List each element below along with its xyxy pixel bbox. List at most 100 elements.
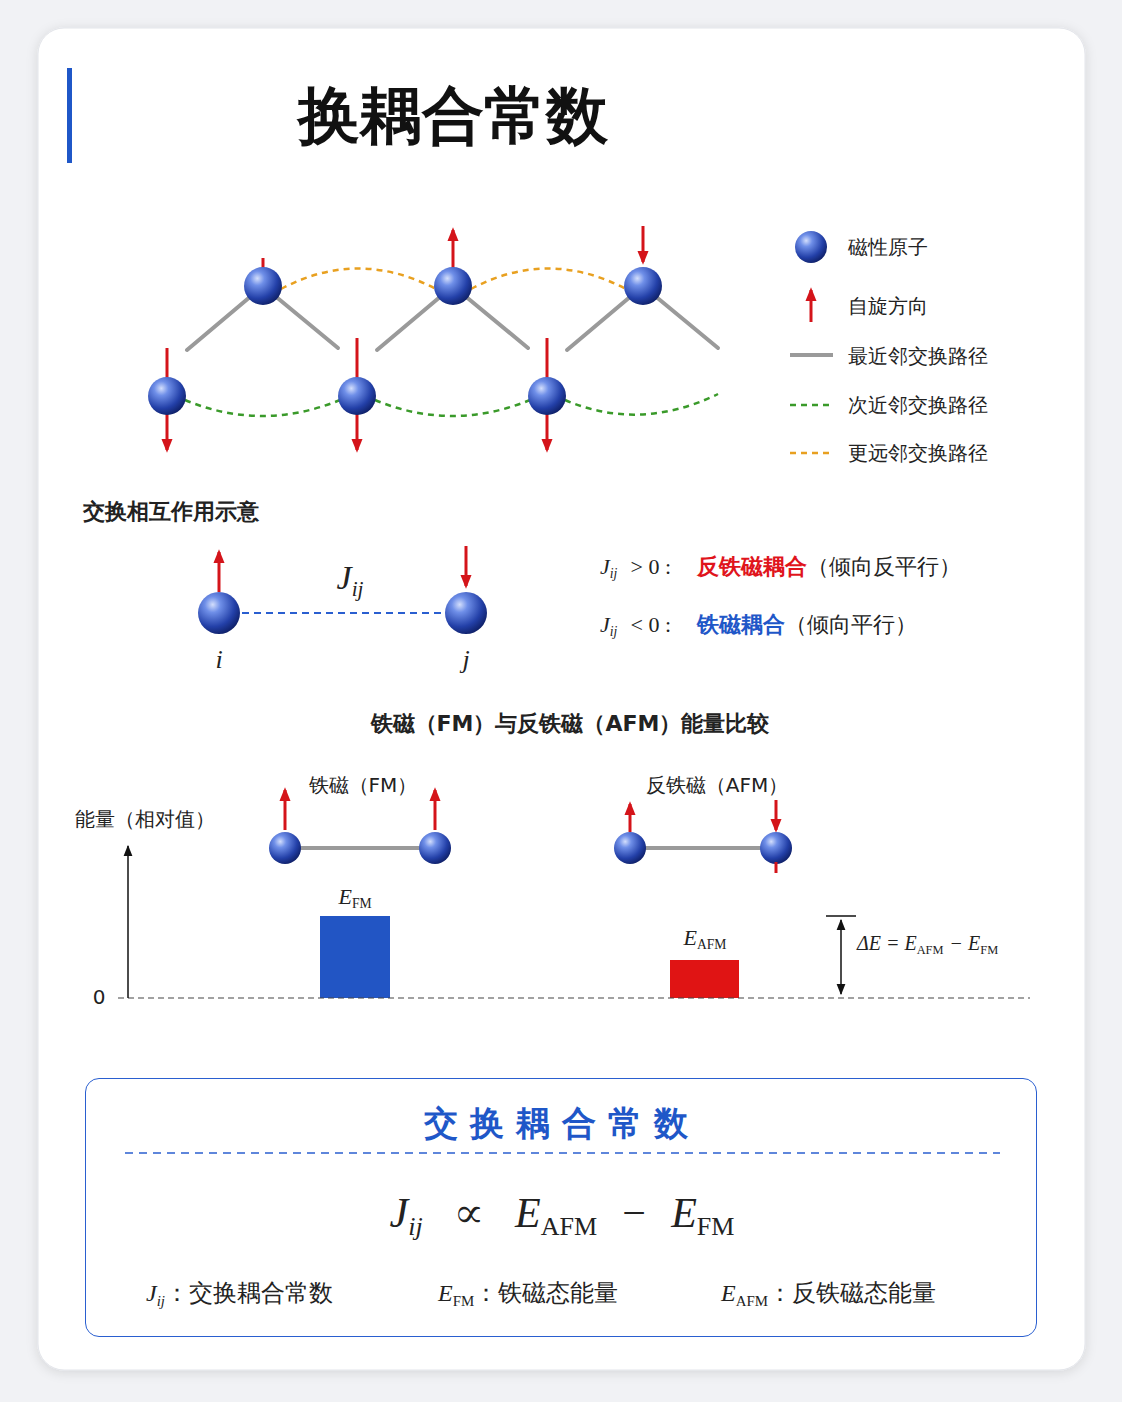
far-path (471, 269, 626, 290)
baseline (118, 997, 1030, 998)
symbol: E (671, 1190, 697, 1236)
legend-line (790, 452, 833, 455)
subscript: AFM (917, 942, 944, 956)
symbol: J (600, 554, 610, 579)
symbol: E (721, 1280, 736, 1306)
atom (244, 267, 282, 305)
subscript: ij (610, 567, 618, 582)
formula: ΔE = E (857, 932, 917, 954)
definition: ：交换耦合常数 (165, 1279, 333, 1307)
spin-arrow (642, 226, 645, 262)
spin-arrow (465, 546, 468, 586)
subscript: AFM (736, 1293, 768, 1309)
text-group: Jij：交换耦合常数 (146, 1278, 333, 1316)
state-label: 反铁磁（AFM） (646, 773, 788, 797)
text-group: 铁磁（FM）与反铁磁（AFM）能量比较 (371, 710, 770, 738)
text-group: Jij∝EAFM−EFM (390, 1187, 735, 1254)
legend-text: 磁性原子 (848, 234, 928, 260)
note: （倾向反平行） (807, 554, 961, 579)
atom (528, 377, 566, 415)
legend-atom (795, 231, 827, 263)
atom (624, 267, 662, 305)
axis-tick: 0 (93, 985, 106, 1009)
next-path (185, 400, 340, 416)
text-group: 交换相互作用示意 (83, 498, 259, 526)
atom (760, 832, 792, 864)
definition: ：反铁磁态能量 (768, 1279, 936, 1307)
subscript: ij (408, 1212, 422, 1241)
coupling-type: 反铁磁耦合 (697, 554, 807, 579)
next-path (565, 394, 718, 415)
text-group: EFM (338, 883, 371, 918)
box-heading: 交换耦合常数 (424, 1103, 700, 1143)
state-label: 铁磁（FM） (309, 773, 418, 797)
atom (419, 832, 451, 864)
text-group: EAFM：反铁磁态能量 (721, 1278, 936, 1316)
subscript: ij (352, 576, 364, 600)
text-group: Jij < 0 : 铁磁耦合（倾向平行） (600, 611, 917, 646)
subscript: AFM (541, 1212, 597, 1241)
spin-arrow (775, 800, 778, 830)
far-path (281, 269, 436, 290)
delta-tick (826, 915, 856, 917)
symbol: E (515, 1190, 541, 1236)
spin-arrow (434, 790, 437, 830)
atom (445, 592, 487, 634)
subscript: FM (980, 942, 998, 956)
text-group: ΔE = EAFM − EFM (857, 931, 998, 963)
spin-arrow (775, 862, 778, 873)
legend-text: 次近邻交换路径 (848, 392, 988, 418)
divider (125, 1152, 1000, 1154)
delta-bracket (840, 920, 842, 994)
atom (434, 267, 472, 305)
text-group: j (462, 644, 469, 677)
summary-box: 交换耦合常数Jij∝EAFM−EFMJij：交换耦合常数EFM：铁磁态能量EAF… (85, 1078, 1037, 1337)
spin-arrow (284, 790, 287, 830)
condition: > 0 : (631, 554, 672, 579)
atom (148, 377, 186, 415)
definition: ：铁磁态能量 (474, 1279, 618, 1307)
energy-bar (320, 916, 390, 998)
atom (338, 377, 376, 415)
subscript: ij (157, 1293, 165, 1309)
subscript: AFM (697, 938, 727, 953)
legend-line (790, 353, 833, 357)
spin-arrow (629, 804, 632, 832)
text-group: 交换耦合常数 (424, 1102, 700, 1145)
subscript: ij (610, 625, 618, 640)
operator: ∝ (448, 1190, 490, 1236)
text-group: EFM：铁磁态能量 (438, 1278, 618, 1316)
atom (614, 832, 646, 864)
energy-axis (127, 846, 129, 998)
atom (269, 832, 301, 864)
energy-bar (670, 960, 739, 998)
text-group: 反铁磁（AFM） (646, 773, 788, 798)
legend-text: 最近邻交换路径 (848, 343, 988, 369)
legend-text: 更远邻交换路径 (848, 440, 988, 466)
symbol: J (390, 1190, 409, 1236)
text-group: 能量（相对值） (75, 807, 215, 832)
symbol: E (684, 925, 697, 950)
text-group: EAFM (684, 924, 727, 959)
spin-arrow (452, 230, 455, 268)
condition: < 0 : (631, 612, 672, 637)
symbol: J (600, 612, 610, 637)
bond-line (285, 846, 435, 850)
legend-text: 自旋方向 (848, 293, 928, 319)
note: （倾向平行） (785, 612, 917, 637)
text-group: Jij > 0 : 反铁磁耦合（倾向反平行） (600, 553, 961, 588)
text-group: i (215, 644, 222, 677)
coupling-type: 铁磁耦合 (697, 612, 785, 637)
formula: − E (950, 932, 981, 954)
atom (198, 592, 240, 634)
site-label: j (462, 645, 469, 674)
title-bar (67, 68, 72, 163)
symbol: E (438, 1280, 453, 1306)
card (38, 28, 1085, 1370)
spin-arrow (218, 552, 221, 592)
legend-line (790, 404, 833, 407)
subscript: FM (697, 1212, 735, 1241)
legend-arrow (810, 290, 813, 322)
